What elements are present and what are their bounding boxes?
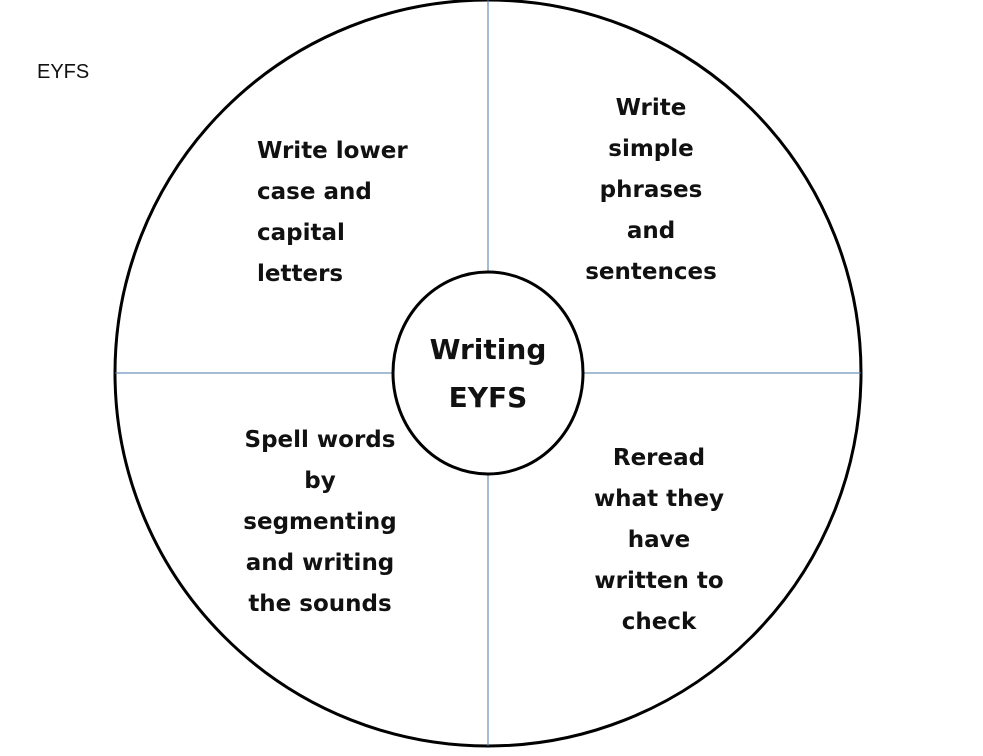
quadrant-text-line: phrases <box>599 177 703 203</box>
quadrant-text-line: by <box>304 468 336 494</box>
hub-title-line-1: Writing <box>429 333 547 366</box>
quadrant-text-line: case and <box>257 179 372 205</box>
quadrant-text-line: written to <box>594 568 724 594</box>
quadrant-bottom-right: Reread what they have written to check <box>564 438 754 643</box>
hub-circle <box>391 270 585 476</box>
quadrant-text-line: Write lower <box>257 138 408 164</box>
quadrant-text-line: the sounds <box>248 591 392 617</box>
quadrant-text-line: what they <box>593 486 725 512</box>
quadrant-text-line: Reread <box>612 445 706 471</box>
quadrant-top-left: Write lower case and capital letters <box>257 131 408 295</box>
quadrant-text-line: and <box>626 218 676 244</box>
hub-title: Writing EYFS <box>393 326 583 422</box>
quadrant-bottom-left: Spell words by segmenting and writing th… <box>225 420 415 625</box>
quadrant-text-line: Write <box>615 95 687 121</box>
quadrant-text-line: check <box>621 609 697 635</box>
quadrant-text-line: have <box>627 527 691 553</box>
quadrant-text-line: segmenting <box>243 509 397 535</box>
quadrant-top-right: Write simple phrases and sentences <box>561 88 741 293</box>
quadrant-text-line: and writing <box>245 550 395 576</box>
quadrant-text-line: capital <box>257 220 345 246</box>
quadrant-text-line: simple <box>608 136 694 162</box>
quadrant-text-line: Spell words <box>244 427 396 453</box>
hub-title-line-2: EYFS <box>448 381 528 414</box>
quadrant-text-line: sentences <box>585 259 717 285</box>
quadrant-text-line: letters <box>257 261 344 287</box>
corner-label: EYFS <box>37 61 90 83</box>
